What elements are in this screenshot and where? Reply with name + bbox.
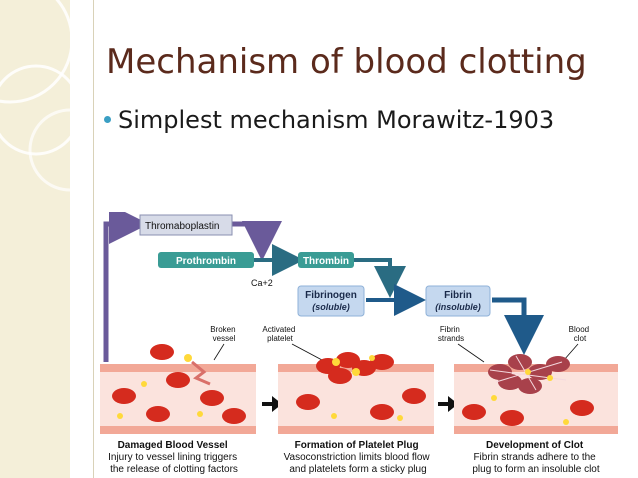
prothrombin-label: Prothrombin <box>176 256 236 267</box>
stage-arrow-icon <box>262 396 282 412</box>
divider-line <box>93 0 94 478</box>
bullet-text: Simplest mechanism Morawitz-1903 <box>118 106 555 134</box>
slide-title: Mechanism of blood clotting <box>106 42 587 82</box>
thrombin-label: Thrombin <box>303 256 349 267</box>
blood-clot-callout: Blood clot <box>569 325 592 343</box>
fibrin-box <box>425 285 491 317</box>
arrow-thrombin-down <box>354 258 406 298</box>
thrombin-pill <box>298 252 354 268</box>
clot-panel <box>454 354 618 434</box>
stage-caption: Development of Clot Fibrin strands adher… <box>472 440 600 475</box>
purple-arrow <box>103 212 149 362</box>
fibrin-state-label: (insoluble) <box>435 302 481 312</box>
fibrinogen-box <box>297 285 365 317</box>
thromboplastin-box <box>139 214 233 236</box>
fibrinogen-state-label: (soluble) <box>312 302 350 312</box>
coagulation-diagram: Thromaboplastin Prothrombin Thrombin Ca+… <box>100 212 618 475</box>
purple-arrow-down <box>230 221 282 261</box>
arrow-fibrin-down <box>492 297 544 355</box>
fibrinogen-label: Fibrinogen <box>305 290 357 301</box>
bullet-item: Simplest mechanism Morawitz-1903 <box>104 106 555 134</box>
decorative-circles <box>0 0 112 192</box>
bullet-dot-icon <box>104 116 111 123</box>
damaged-vessel-panel <box>100 344 256 434</box>
platelet-plug-panel <box>278 352 434 434</box>
stage-caption: Damaged Blood Vessel Injury to vessel li… <box>108 440 240 475</box>
stage-arrow-icon <box>438 396 458 412</box>
stage-caption: Formation of Platelet Plug Vasoconstrict… <box>284 440 433 475</box>
calcium-label: Ca+2 <box>251 278 273 288</box>
fibrin-label: Fibrin <box>444 290 472 301</box>
fibrin-strands-callout: Fibrin strands <box>438 325 464 343</box>
prothrombin-pill <box>158 252 254 268</box>
thromboplastin-label: Thromaboplastin <box>145 221 219 232</box>
activated-platelet-callout: Activated platelet <box>262 325 297 343</box>
broken-vessel-callout: Broken vessel <box>210 325 238 343</box>
